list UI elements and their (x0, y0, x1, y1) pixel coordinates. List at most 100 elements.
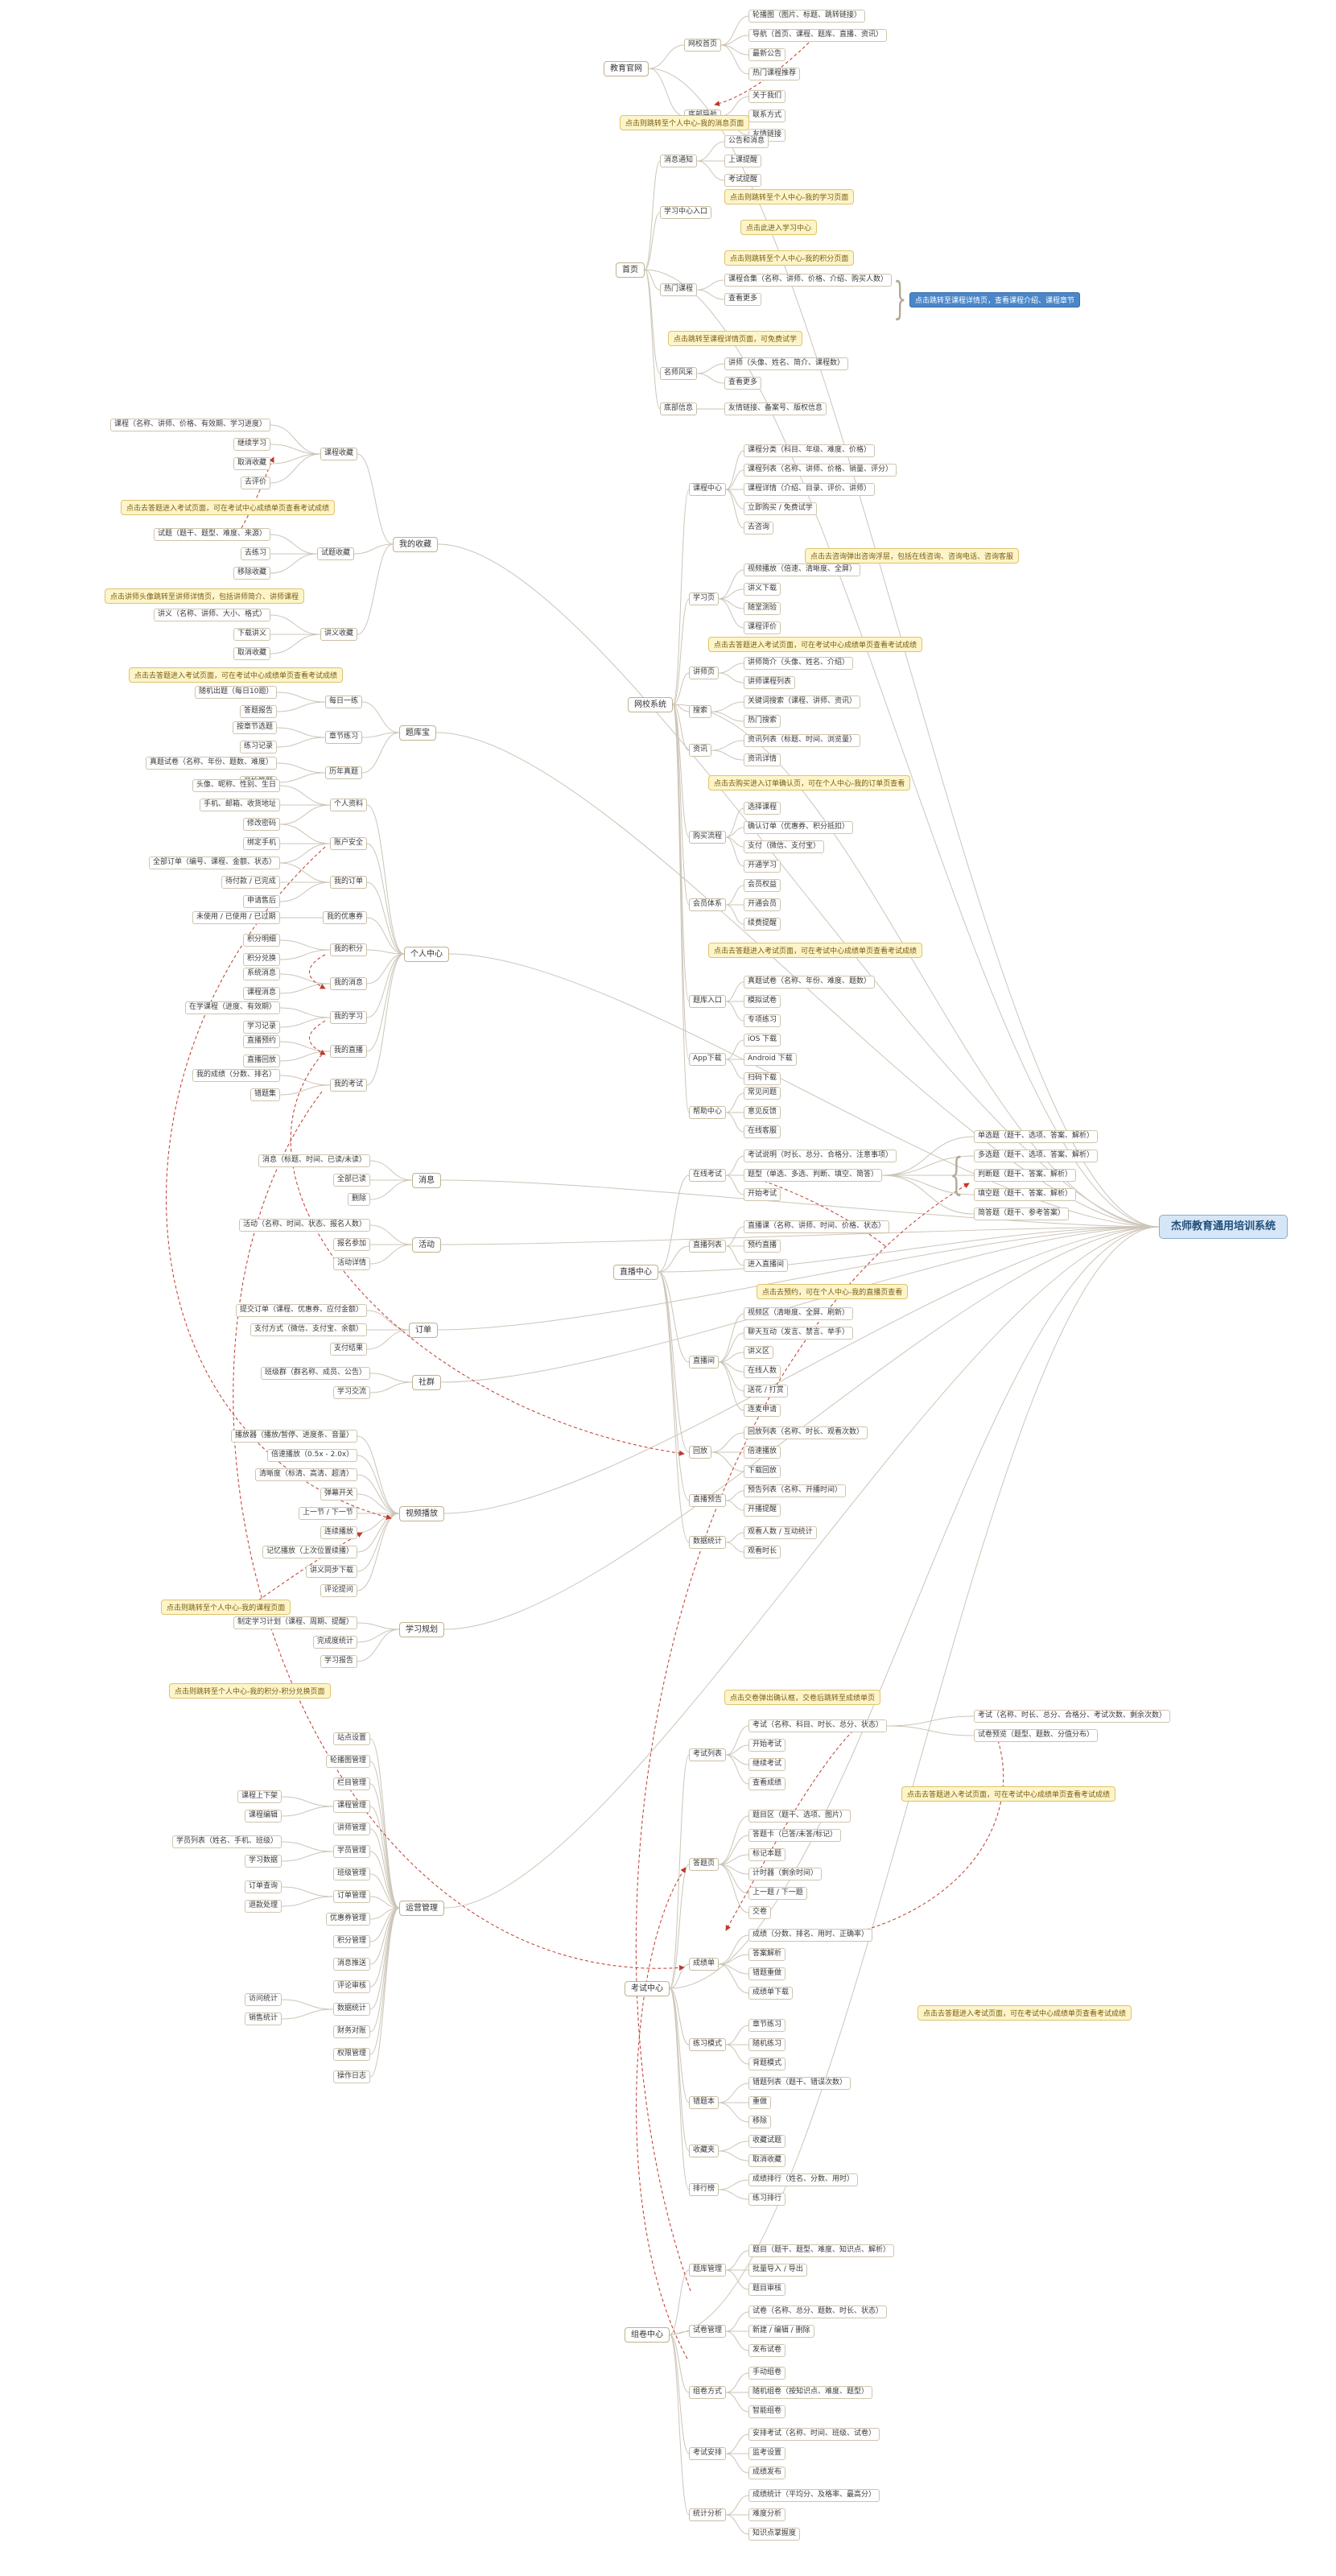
leaf-topic[interactable]: 评论审核 (333, 1980, 371, 1993)
sub-topic[interactable]: 练习模式 (689, 2038, 727, 2051)
central-topic[interactable]: 杰师教育通用培训系统 (1159, 1214, 1289, 1240)
leaf-topic[interactable]: 考试说明（时长、总分、合格分、注意事项） (744, 1150, 897, 1162)
leaf-topic[interactable]: 观看人数 / 互动统计 (744, 1526, 817, 1539)
leaf-topic[interactable]: 讲师管理 (333, 1823, 371, 1835)
leaf-topic[interactable]: 报名参加 (333, 1238, 371, 1251)
sub-topic[interactable]: 统计分析 (689, 2508, 727, 2521)
leaf-topic[interactable]: 课程分类（科目、年级、难度、价格） (744, 444, 876, 457)
leaf-topic[interactable]: 积分管理 (333, 1935, 371, 1948)
sub-topic[interactable]: 错题本 (689, 2096, 720, 2109)
leaf-topic[interactable]: 操作日志 (333, 2070, 371, 2083)
leaf-topic[interactable]: 监考设置 (748, 2447, 786, 2460)
leaf-topic[interactable]: 随机出题（每日10题） (195, 686, 278, 699)
leaf-topic[interactable]: Android 下载 (744, 1053, 797, 1066)
leaf-topic[interactable]: 单选题（题干、选项、答案、解析） (974, 1130, 1099, 1143)
branch-topic[interactable]: 活动 (412, 1236, 441, 1253)
leaf-topic[interactable]: 讲师简介（头像、姓名、介绍） (744, 657, 854, 670)
leaf-topic[interactable]: 随机组卷（按知识点、难度、题型） (748, 2386, 873, 2399)
leaf-topic[interactable]: 支付方式（微信、支付宝、余额） (250, 1323, 368, 1336)
sub-topic[interactable]: 我的直播 (330, 1045, 368, 1058)
sub-topic[interactable]: 学习页 (689, 592, 720, 605)
leaf-topic[interactable]: 去咨询 (744, 522, 774, 535)
sub-topic[interactable]: 试卷管理 (689, 2325, 727, 2338)
leaf-topic[interactable]: 头像、昵称、性别、生日 (192, 779, 281, 792)
leaf-topic[interactable]: 关键词搜索（课程、讲师、资讯） (744, 696, 861, 708)
leaf-topic[interactable]: 查看更多 (724, 377, 762, 390)
sub-topic[interactable]: 学习中心入口 (660, 206, 712, 219)
leaf-topic[interactable]: 试卷（名称、总分、题数、时长、状态） (748, 2306, 888, 2318)
leaf-topic[interactable]: 成绩（分数、排名、用时、正确率） (748, 1929, 873, 1942)
leaf-topic[interactable]: 去评价 (241, 477, 271, 489)
leaf-topic[interactable]: 关于我们 (748, 90, 786, 103)
leaf-topic[interactable]: 按章节选题 (233, 721, 278, 734)
leaf-topic[interactable]: 题目区（题干、选项、图片） (748, 1810, 851, 1823)
sub-topic[interactable]: 购买流程 (689, 831, 727, 844)
leaf-topic[interactable]: 真题试卷（名称、年份、难度、题数） (744, 976, 876, 989)
sub-topic[interactable]: 我的订单 (330, 876, 368, 889)
sub-topic[interactable]: 帮助中心 (689, 1106, 727, 1119)
leaf-topic[interactable]: 财务对账 (333, 2025, 371, 2038)
leaf-topic[interactable]: 课程消息 (243, 987, 281, 1000)
branch-topic[interactable]: 消息 (412, 1172, 441, 1188)
leaf-topic[interactable]: 开通会员 (744, 898, 781, 911)
leaf-topic[interactable]: 课程合集（名称、讲师、价格、介绍、购买人数） (724, 274, 893, 287)
leaf-topic[interactable]: 弹幕开关 (320, 1488, 358, 1501)
leaf-topic[interactable]: 知识点掌握度 (748, 2528, 801, 2541)
leaf-topic[interactable]: 权限管理 (333, 2048, 371, 2061)
leaf-topic[interactable]: 专项练习 (744, 1014, 781, 1027)
leaf-topic[interactable]: 标记本题 (748, 1848, 786, 1861)
leaf-topic[interactable]: 扫码下载 (744, 1072, 781, 1085)
sub-topic[interactable]: 收藏夹 (689, 2145, 720, 2157)
leaf-topic[interactable]: 送花 / 打赏 (744, 1385, 788, 1397)
leaf-topic[interactable]: 讲义下载 (744, 583, 781, 596)
leaf-topic[interactable]: 课程（名称、讲师、价格、有效期、学习进度） (110, 419, 271, 431)
note-callout[interactable]: 点击则跳转至个人中心-我的课程页面 (161, 1599, 291, 1615)
leaf-topic[interactable]: 开通学习 (744, 860, 781, 873)
leaf-topic[interactable]: 公告和消息 (724, 135, 769, 148)
sub-topic[interactable]: App下载 (689, 1053, 726, 1066)
leaf-topic[interactable]: 开播提醒 (744, 1504, 781, 1517)
note-callout[interactable]: 点击去答题进入考试页面，可在考试中心成绩单页查看考试成绩 (917, 2004, 1132, 2021)
leaf-topic[interactable]: 判断题（题干、答案、解析） (974, 1169, 1077, 1182)
sub-topic[interactable]: 账户安全 (330, 837, 368, 850)
note-callout[interactable]: 点击此进入学习中心 (740, 219, 818, 235)
leaf-topic[interactable]: 预告列表（名称、开播时间） (744, 1484, 847, 1497)
leaf-topic[interactable]: 模拟试卷 (744, 995, 781, 1008)
branch-topic[interactable]: 组卷中心 (625, 2326, 670, 2343)
note-callout[interactable]: 点击去咨询弹出咨询浮层，包括在线咨询、咨询电话、咨询客服 (805, 547, 1020, 564)
sub-topic[interactable]: 题库入口 (689, 995, 727, 1008)
leaf-topic[interactable]: 开始考试 (748, 1739, 786, 1752)
sub-topic[interactable]: 每日一练 (325, 696, 363, 708)
leaf-topic[interactable]: 学员列表（姓名、手机、班级） (172, 1835, 282, 1848)
sub-topic[interactable]: 考试安排 (689, 2447, 727, 2460)
leaf-topic[interactable]: 重做 (748, 2096, 772, 2109)
note-callout[interactable]: 点击跳转至课程详情页面，可免费试学 (668, 330, 803, 346)
sub-topic[interactable]: 考试列表 (689, 1748, 727, 1761)
leaf-topic[interactable]: 在线客服 (744, 1125, 781, 1138)
note-callout[interactable]: 点击去答题进入考试页面，可在考试中心成绩单页查看考试成绩 (121, 499, 336, 515)
leaf-topic[interactable]: 申请售后 (243, 895, 281, 908)
leaf-topic[interactable]: 资讯详情 (744, 753, 781, 766)
leaf-topic[interactable]: 未使用 / 已使用 / 已过期 (192, 911, 280, 924)
sub-topic[interactable]: 名师风采 (660, 367, 698, 380)
leaf-topic[interactable]: 真题试卷（名称、年份、题数、难度） (146, 757, 278, 770)
leaf-topic[interactable]: 活动详情 (333, 1257, 371, 1270)
leaf-topic[interactable]: 待付款 / 已完成 (221, 876, 280, 889)
leaf-topic[interactable]: 学员管理 (333, 1845, 371, 1858)
leaf-topic[interactable]: 栏目管理 (333, 1777, 371, 1790)
leaf-topic[interactable]: 题目（题干、题型、难度、知识点、解析） (748, 2244, 895, 2257)
leaf-topic[interactable]: 优惠券管理 (326, 1913, 371, 1926)
sub-topic[interactable]: 章节练习 (325, 731, 363, 744)
leaf-topic[interactable]: 课程列表（名称、讲师、价格、销量、评分） (744, 464, 897, 477)
leaf-topic[interactable]: 导航（首页、课程、题库、直播、资讯） (748, 29, 888, 42)
leaf-topic[interactable]: 安排考试（名称、时间、班级、试卷） (748, 2428, 880, 2441)
leaf-topic[interactable]: 试卷预览（题型、题数、分值分布） (974, 1729, 1099, 1742)
branch-topic[interactable]: 视频播放 (399, 1505, 444, 1521)
leaf-topic[interactable]: 支付结果 (330, 1343, 368, 1356)
leaf-topic[interactable]: 活动（名称、时间、状态、报名人数） (239, 1219, 371, 1232)
branch-topic[interactable]: 题库宝 (399, 724, 436, 741)
leaf-topic[interactable]: 学习交流 (333, 1386, 371, 1399)
note-callout[interactable]: 点击交卷弹出确认框，交卷后跳转至成绩单页 (724, 1689, 881, 1705)
leaf-topic[interactable]: 手动组卷 (748, 2367, 786, 2380)
leaf-topic[interactable]: 练习记录 (240, 741, 278, 753)
